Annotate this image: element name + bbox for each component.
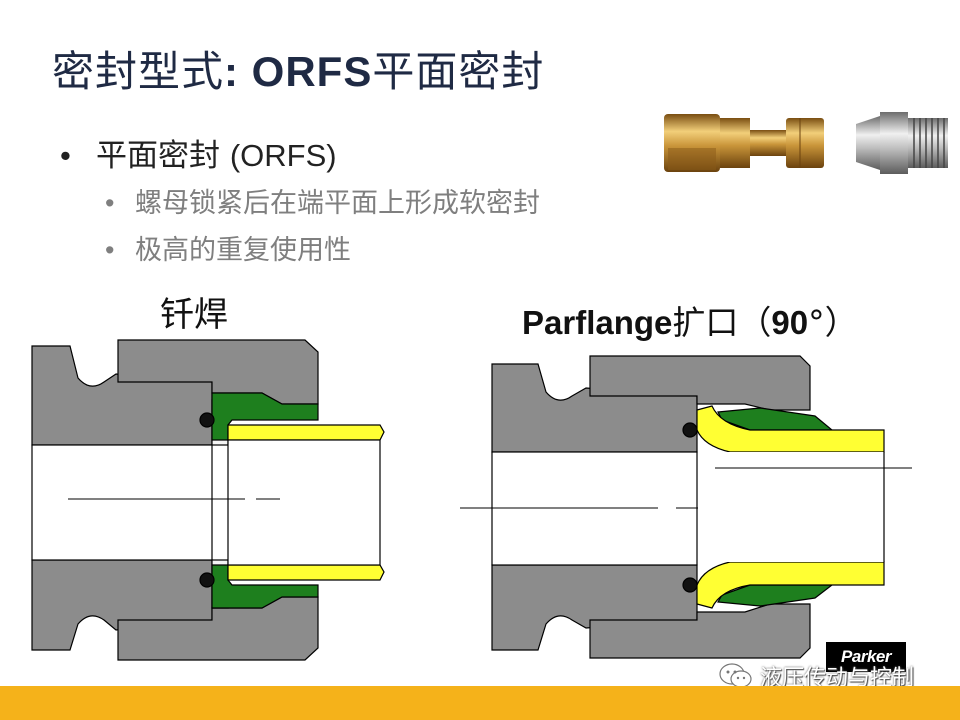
sub-bullet-text: 极高的重复使用性: [135, 235, 351, 266]
bullet-main: • 平面密封 (ORFS): [60, 130, 337, 175]
label-parflange-cjk: 扩口（: [672, 303, 772, 342]
bullet-main-cjk: 平面密封: [96, 138, 230, 174]
bullet-main-latin: (ORFS): [229, 138, 337, 173]
parflange-cross-section: [491, 355, 885, 659]
brazed-cross-section: [31, 339, 385, 661]
label-parflange-end: °）: [808, 303, 858, 342]
parker-logo: Parker: [826, 642, 906, 672]
sub-bullet-1: • 螺母锁紧后在端平面上形成软密封: [105, 181, 540, 220]
title-latin: : ORFS: [224, 48, 373, 95]
steel-adapter-fitting: [856, 112, 948, 174]
label-brazed: 钎焊: [160, 295, 228, 335]
title-suffix: 平面密封: [372, 47, 545, 96]
bullet-marker: •: [60, 138, 71, 173]
slide-title: 密封型式: ORFS平面密封: [52, 38, 544, 99]
brass-hose-fitting: [664, 114, 824, 172]
sub-bullet-marker: •: [105, 188, 115, 218]
parflange-centerlines: [460, 467, 912, 509]
label-parflange: Parflange扩口（90°）: [522, 296, 858, 344]
wechat-icon: [719, 663, 752, 688]
sub-bullet-2: • 极高的重复使用性: [105, 228, 351, 267]
footer-accent-bar: [0, 686, 960, 720]
title-prefix: 密封型式: [52, 47, 225, 96]
sub-bullet-text: 螺母锁紧后在端平面上形成软密封: [135, 188, 540, 219]
sub-bullet-marker: •: [105, 235, 115, 265]
label-parflange-latin: Parflange: [522, 304, 673, 341]
fittings-photo: [664, 112, 948, 174]
label-parflange-num: 90: [771, 304, 809, 341]
